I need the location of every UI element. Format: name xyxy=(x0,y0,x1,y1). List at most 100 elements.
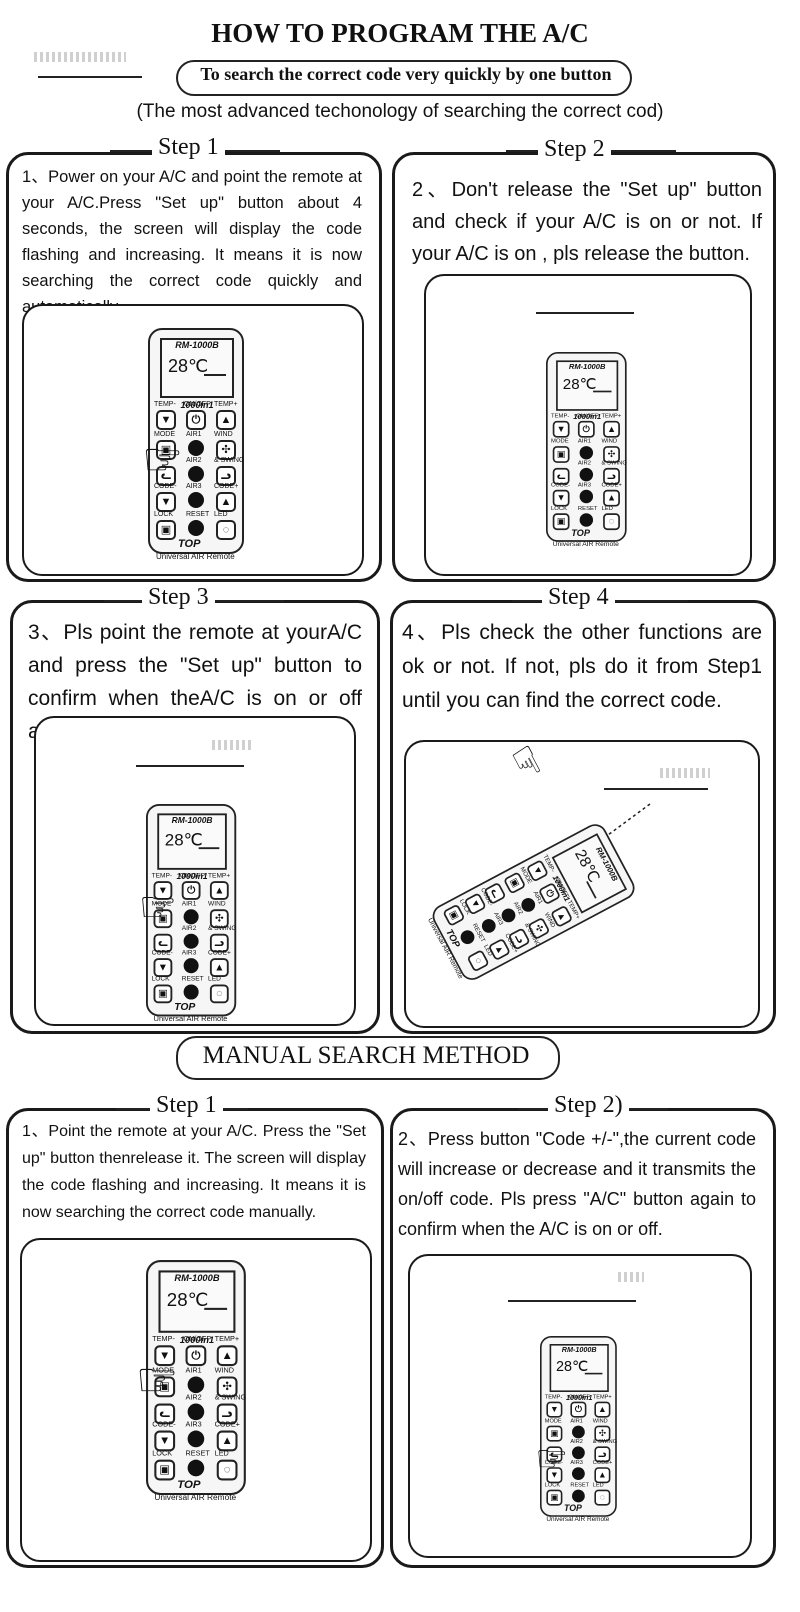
power-button[interactable]: ⏻ xyxy=(570,1401,587,1418)
swing-label: & SWING xyxy=(214,457,245,464)
reset-button[interactable] xyxy=(579,513,594,527)
temp-up-label: TEMP+ xyxy=(601,413,622,420)
temp-down-button[interactable]: ▼ xyxy=(552,420,570,438)
lock-button[interactable]: ▣ xyxy=(546,1489,563,1506)
air3-button[interactable] xyxy=(572,1467,585,1480)
wind-button[interactable]: ✣ xyxy=(594,1425,611,1442)
code-down-button[interactable]: ▼ xyxy=(156,492,176,512)
code-up-button[interactable]: ▲ xyxy=(216,492,236,512)
mode-label: MODE xyxy=(154,431,175,438)
lock-button[interactable]: ▣ xyxy=(156,520,176,540)
scan-smudge xyxy=(34,52,126,62)
code-down-label: CODE- xyxy=(551,482,570,489)
air1-button[interactable] xyxy=(187,1376,205,1394)
lock-label: LOCK xyxy=(152,1450,173,1458)
code-up-button[interactable]: ▲ xyxy=(216,1430,238,1452)
air2-button[interactable] xyxy=(187,1403,205,1421)
air1-button[interactable] xyxy=(579,446,594,460)
swing-left-button[interactable]: ᓚ xyxy=(156,466,176,486)
reset-button[interactable] xyxy=(572,1489,585,1503)
wind-button[interactable]: ✣ xyxy=(216,440,236,460)
air2-button[interactable] xyxy=(183,933,199,949)
brand-logo: TOP xyxy=(174,1001,196,1013)
temp-up-button[interactable]: ▲ xyxy=(216,410,236,430)
code-down-button[interactable]: ▼ xyxy=(153,958,173,977)
air3-button[interactable] xyxy=(187,1430,205,1448)
reset-button[interactable] xyxy=(188,520,204,536)
wind-button[interactable]: ✣ xyxy=(216,1376,238,1398)
swing-button[interactable]: ᓗ xyxy=(216,466,236,486)
power-button[interactable]: ⏻ xyxy=(185,1345,207,1367)
mode-button[interactable]: ▣ xyxy=(156,440,176,460)
air3-button[interactable] xyxy=(579,489,594,504)
swing-button[interactable]: ᓗ xyxy=(216,1403,238,1425)
wind-button[interactable]: ✣ xyxy=(209,909,229,929)
code-down-label: CODE- xyxy=(152,1421,176,1429)
swing-left-button[interactable]: ᓚ xyxy=(552,467,570,485)
swing-left-button[interactable]: ᓚ xyxy=(154,1403,176,1425)
air2-button[interactable] xyxy=(579,467,594,482)
air1-label: AIR1 xyxy=(570,1418,583,1424)
air3-button[interactable] xyxy=(183,958,199,974)
temp-down-label: TEMP- xyxy=(154,401,176,408)
lock-label: LOCK xyxy=(154,511,174,518)
step-text: 1、Point the remote at your A/C. Press th… xyxy=(22,1123,366,1221)
mode-button[interactable]: ▣ xyxy=(552,446,570,463)
code-up-button[interactable]: ▲ xyxy=(594,1467,611,1484)
temp-up-button[interactable]: ▲ xyxy=(209,881,229,900)
lock-button[interactable]: ▣ xyxy=(154,1459,176,1481)
swing-button[interactable]: ᓗ xyxy=(209,933,229,953)
model-label: RM-1000B xyxy=(561,1345,597,1354)
temp-up-button[interactable]: ▲ xyxy=(594,1401,611,1418)
temp-up-button[interactable]: ▲ xyxy=(603,420,620,438)
swing-button[interactable]: ᓗ xyxy=(603,467,620,485)
swing-left-button[interactable]: ᓚ xyxy=(546,1446,563,1463)
brand-logo: TOP xyxy=(177,1478,201,1491)
code-up-button[interactable]: ▲ xyxy=(209,958,229,977)
led-button[interactable]: ◌ xyxy=(603,513,620,531)
reset-label: RESET xyxy=(185,1450,210,1458)
lock-button[interactable]: ▣ xyxy=(552,513,570,531)
temp-down-button[interactable]: ▼ xyxy=(153,881,173,900)
air1-button[interactable] xyxy=(572,1425,585,1439)
temp-readout: 28℃ xyxy=(556,1358,589,1375)
temp-down-button[interactable]: ▼ xyxy=(546,1401,563,1418)
air2-button[interactable] xyxy=(188,466,204,482)
mode-button[interactable]: ▣ xyxy=(153,909,173,929)
led-label: LED xyxy=(208,976,221,983)
code-down-button[interactable]: ▼ xyxy=(154,1430,176,1452)
reset-button[interactable] xyxy=(183,984,199,1000)
led-button[interactable]: ◌ xyxy=(216,1459,238,1481)
air1-button[interactable] xyxy=(183,909,199,925)
mode-button[interactable]: ▣ xyxy=(546,1425,563,1442)
led-button[interactable]: ◌ xyxy=(594,1489,611,1506)
swing-left-button[interactable]: ᓚ xyxy=(153,933,173,953)
reset-button[interactable] xyxy=(187,1459,205,1477)
mode-button[interactable]: ▣ xyxy=(154,1376,176,1398)
lcd-subtitle: 1000in1 xyxy=(565,1393,593,1402)
code-up-button[interactable]: ▲ xyxy=(603,489,620,507)
temp-up-button[interactable]: ▲ xyxy=(216,1345,238,1367)
power-button[interactable]: ⏻ xyxy=(181,881,201,900)
led-button[interactable]: ◌ xyxy=(216,520,236,540)
code-down-button[interactable]: ▼ xyxy=(546,1467,563,1484)
temp-down-button[interactable]: ▼ xyxy=(156,410,176,430)
wind-button[interactable]: ✣ xyxy=(603,446,620,463)
lock-button[interactable]: ▣ xyxy=(153,984,173,1004)
signal-bars xyxy=(593,382,612,393)
power-button[interactable]: ⏻ xyxy=(186,410,206,430)
air3-button[interactable] xyxy=(188,492,204,508)
swing-button[interactable]: ᓗ xyxy=(594,1446,611,1463)
temp-up-label: TEMP+ xyxy=(214,401,238,408)
code-down-label: CODE- xyxy=(154,483,177,490)
temp-down-button[interactable]: ▼ xyxy=(154,1345,176,1367)
power-button[interactable]: ⏻ xyxy=(577,420,595,438)
led-button[interactable]: ◌ xyxy=(209,984,229,1004)
code-down-button[interactable]: ▼ xyxy=(552,489,570,507)
air1-button[interactable] xyxy=(188,440,204,456)
air2-button[interactable] xyxy=(572,1446,585,1460)
code-up-label: CODE+ xyxy=(214,483,239,490)
